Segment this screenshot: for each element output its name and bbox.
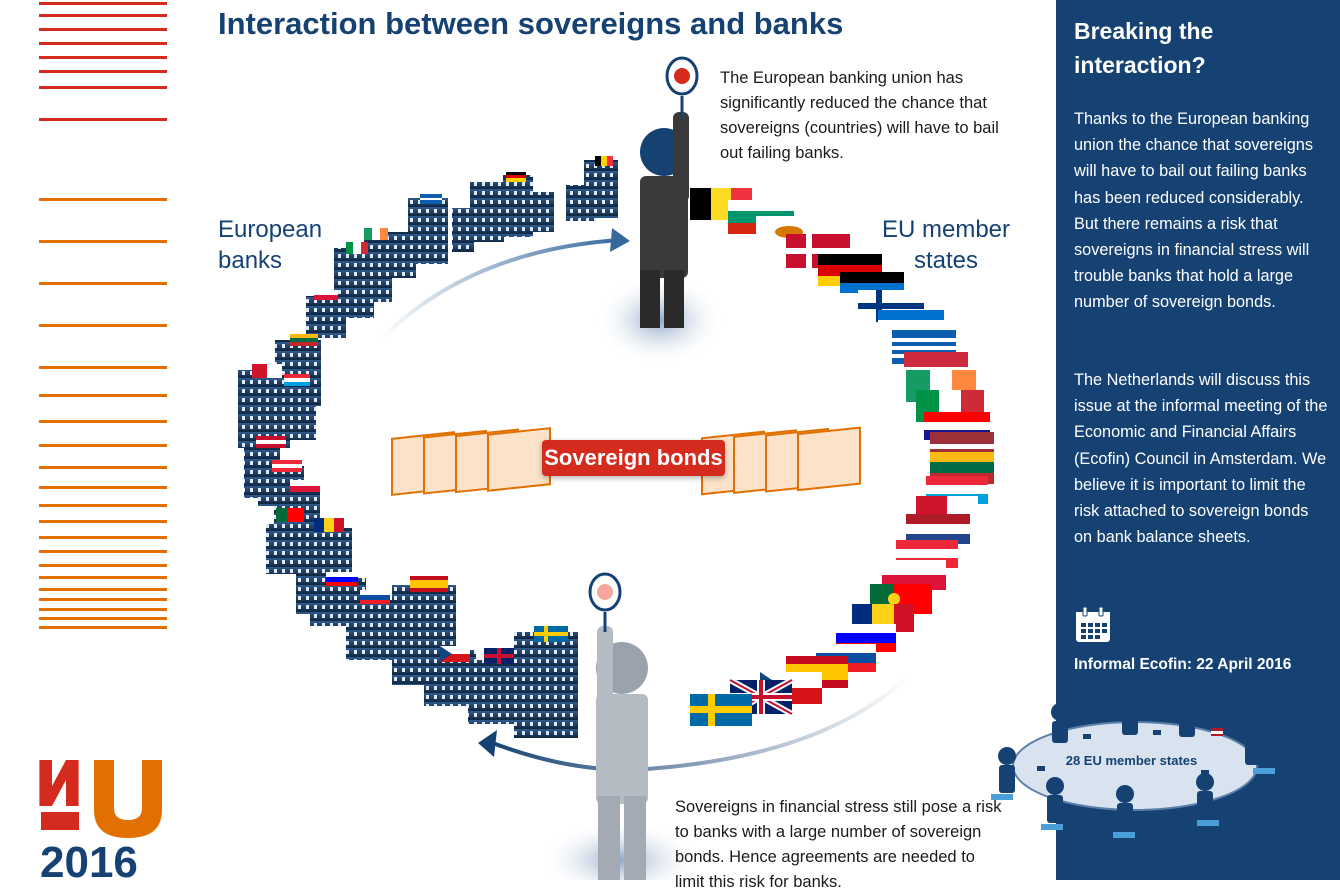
meeting-label: 28 EU member states	[1065, 753, 1198, 768]
banking-union-text: The European banking union has significa…	[720, 69, 999, 162]
sovereign-bank-loop-diagram	[238, 56, 994, 880]
eu-member-states-label: EU member states	[881, 216, 1011, 274]
sidebar-paragraph-1: Thanks to the European banking union the…	[1074, 110, 1313, 312]
page-title: Interaction between sovereigns and banks	[218, 6, 844, 41]
svg-text:2016: 2016	[40, 838, 138, 880]
calendar-icon	[1076, 606, 1110, 642]
financial-stress-text: Sovereigns in financial stress still pos…	[675, 798, 1002, 891]
event-date: Informal Ecofin: 22 April 2016	[1074, 656, 1292, 673]
nleu2016-logo: 2016	[39, 760, 162, 880]
sidebar-paragraph-2: The Netherlands will discuss this issue …	[1074, 371, 1328, 547]
european-banks-label: European banks	[218, 216, 323, 274]
stripes-decoration	[39, 2, 167, 629]
sidebar-title: Breaking the interaction?	[1074, 18, 1214, 78]
meeting-table-illustration	[991, 695, 1275, 838]
sovereign-bonds-label: Sovereign bonds	[542, 440, 725, 476]
